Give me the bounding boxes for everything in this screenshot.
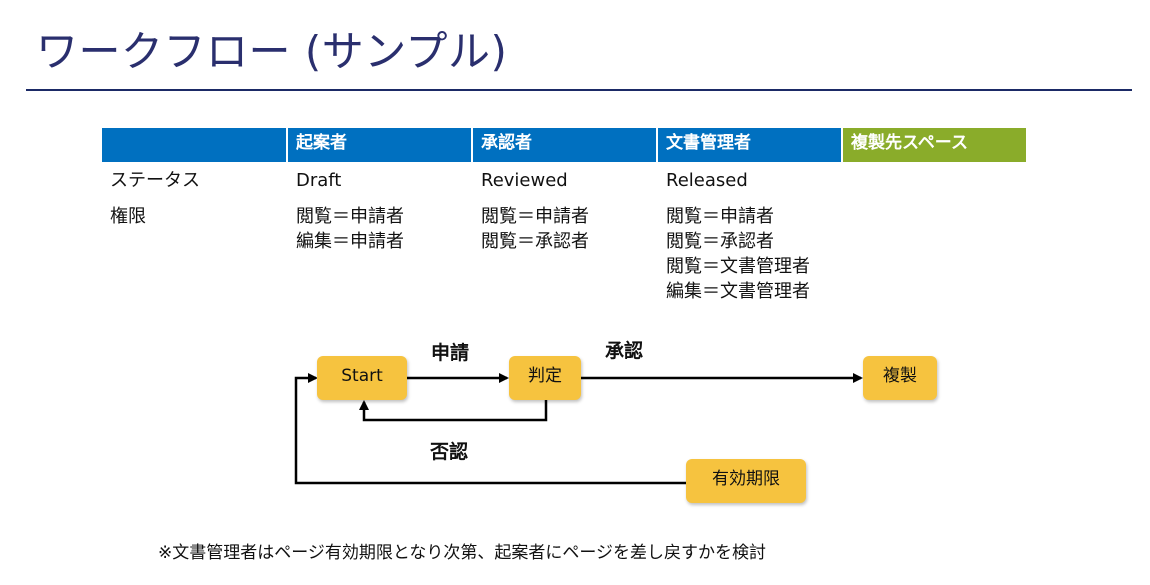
table-header-approver: 承認者 [473, 128, 656, 162]
edge-label-apply: 申請 [431, 342, 470, 364]
node-judge: 判定 [509, 356, 581, 400]
status-drafter: Draft [296, 170, 342, 191]
edge-expiry-line [294, 373, 686, 485]
table-header-blank [102, 128, 286, 162]
table-header-document-manager: 文書管理者 [658, 128, 841, 162]
permission-manager-2: 閲覧＝承認者 [666, 231, 774, 252]
edge-reject-line [359, 400, 548, 422]
page-title: ワークフロー (サンプル) [36, 27, 508, 76]
permission-approver-1: 閲覧＝申請者 [481, 206, 589, 227]
node-expiry: 有効期限 [686, 459, 806, 503]
table-header-copy-space: 複製先スペース [843, 128, 1026, 162]
permission-manager-3: 閲覧＝文書管理者 [666, 256, 810, 277]
node-copy: 複製 [863, 356, 937, 400]
permission-approver-2: 閲覧＝承認者 [481, 231, 589, 252]
permission-manager-1: 閲覧＝申請者 [666, 206, 774, 227]
edge-label-reject: 否認 [430, 441, 469, 463]
status-approver: Reviewed [481, 170, 568, 191]
row-label-status: ステータス [110, 170, 200, 191]
title-divider [26, 89, 1132, 91]
footnote: ※文書管理者はページ有効期限となり次第、起案者にページを差し戻すかを検討 [158, 543, 767, 563]
permission-manager-4: 編集＝文書管理者 [666, 281, 810, 302]
edge-label-approve: 承認 [605, 340, 644, 362]
row-label-permission: 権限 [110, 206, 146, 227]
permission-drafter-2: 編集＝申請者 [296, 231, 404, 252]
status-document-manager: Released [666, 170, 748, 191]
permission-drafter-1: 閲覧＝申請者 [296, 206, 404, 227]
node-start: Start [317, 356, 407, 400]
table-header-drafter: 起案者 [288, 128, 471, 162]
